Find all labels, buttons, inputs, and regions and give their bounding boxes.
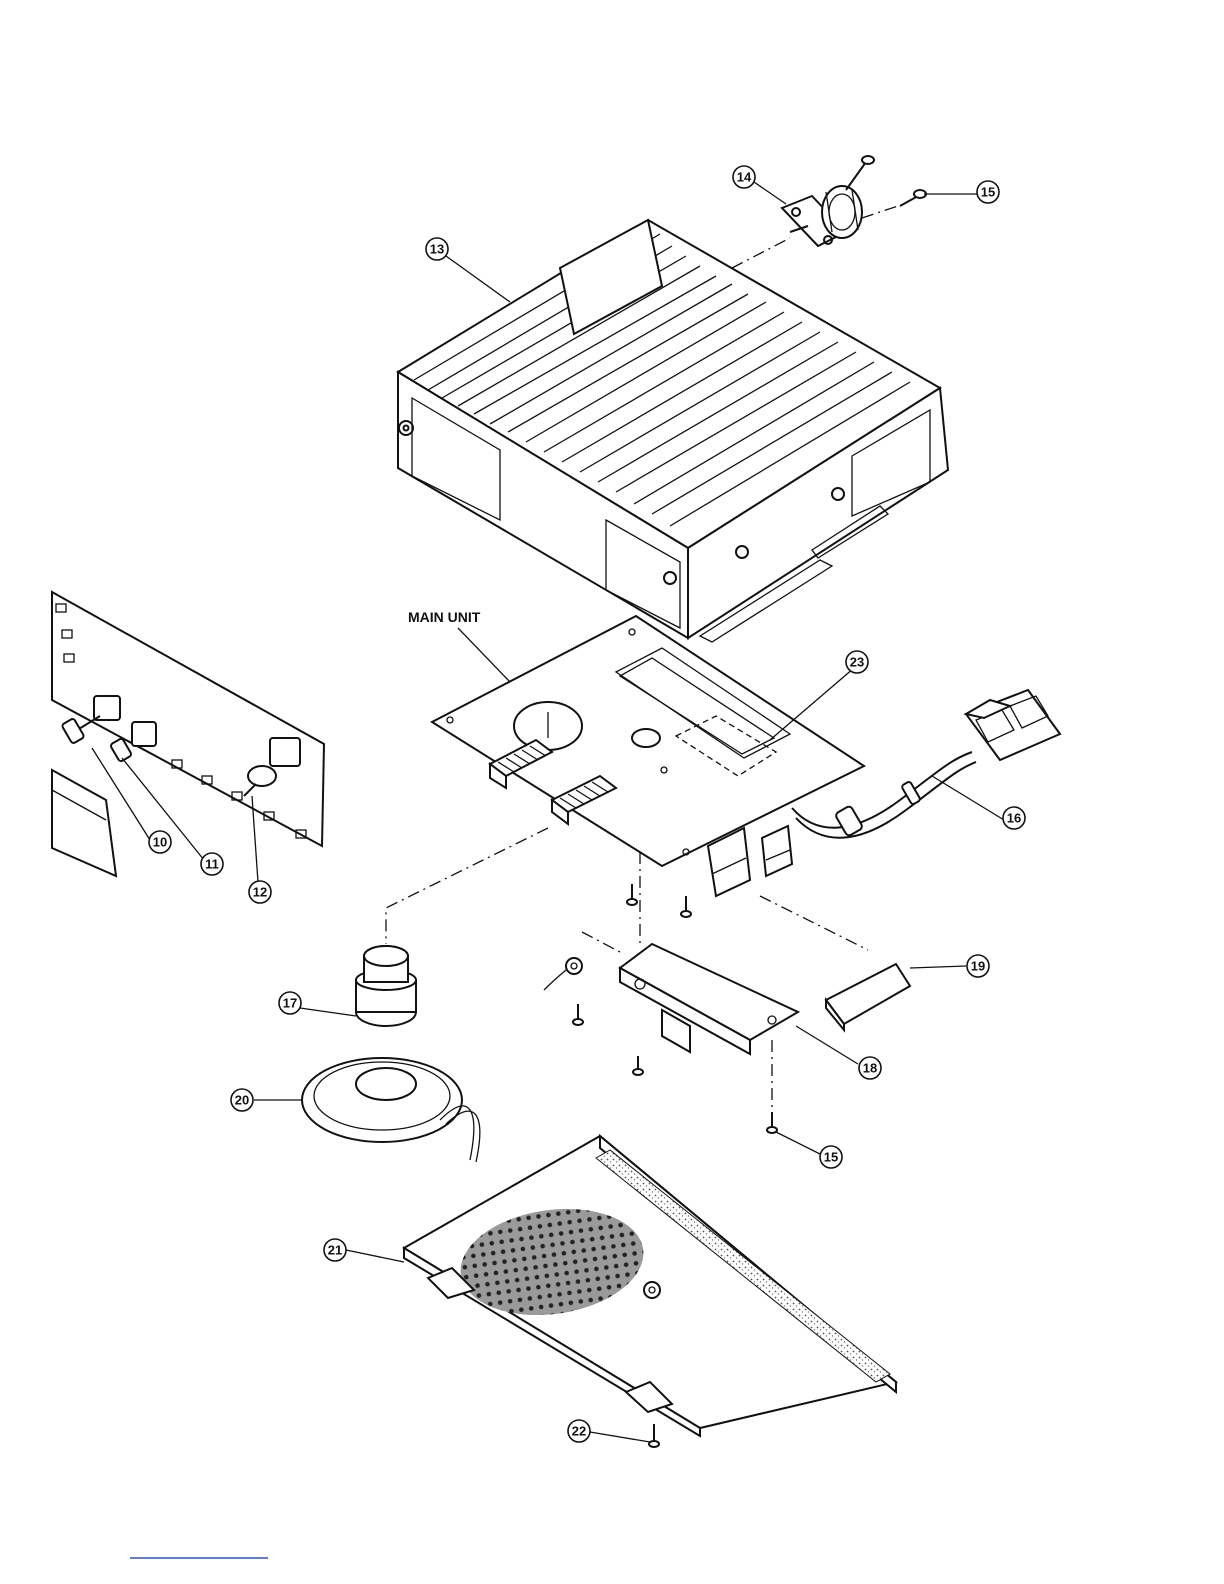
svg-text:13: 13	[430, 242, 444, 257]
callout-21: 21	[324, 1239, 346, 1261]
svg-text:20: 20	[235, 1093, 249, 1108]
callout-11: 11	[201, 853, 223, 875]
connector-clip	[826, 964, 910, 1030]
pcb-screw-right	[681, 896, 691, 917]
callout-18: 18	[859, 1057, 881, 1079]
bracket-screw-left	[573, 1004, 583, 1025]
callout-15-bottom: 15	[820, 1146, 842, 1168]
main-unit-label: MAIN UNIT	[408, 609, 481, 625]
speaker-magnet	[356, 946, 416, 1026]
antenna-connector	[782, 186, 862, 246]
callout-12: 12	[249, 881, 271, 903]
svg-text:19: 19	[971, 959, 985, 974]
callout-19: 19	[967, 955, 989, 977]
heatsink-case	[398, 220, 948, 642]
svg-text:15: 15	[824, 1150, 838, 1165]
callout-15-top: 15	[977, 181, 999, 203]
cover-screw	[649, 1424, 659, 1447]
callout-10: 10	[149, 831, 171, 853]
speaker	[302, 1058, 480, 1162]
svg-text:16: 16	[1007, 811, 1021, 826]
mounting-bracket	[620, 944, 798, 1054]
callout-22: 22	[568, 1420, 590, 1442]
svg-text:17: 17	[283, 996, 297, 1011]
callout-23: 23	[846, 651, 868, 673]
callout-13: 13	[426, 238, 448, 260]
ground-lug	[544, 958, 582, 990]
svg-text:23: 23	[850, 655, 864, 670]
svg-text:11: 11	[205, 857, 219, 872]
callout-14: 14	[733, 166, 755, 188]
svg-text:22: 22	[572, 1424, 586, 1439]
svg-text:18: 18	[863, 1061, 877, 1076]
svg-text:21: 21	[328, 1243, 342, 1258]
svg-text:10: 10	[153, 835, 167, 850]
connector-screw-15	[900, 190, 926, 206]
front-panel-bezel	[52, 770, 116, 876]
pcb-screw-left	[627, 884, 637, 905]
svg-text:14: 14	[737, 170, 752, 185]
bottom-cover	[404, 1136, 896, 1436]
svg-text:12: 12	[253, 885, 267, 900]
bracket-screw-15	[767, 1112, 777, 1133]
callout-16: 16	[1003, 807, 1025, 829]
bracket-screw-bottom	[633, 1056, 643, 1075]
svg-text:15: 15	[981, 185, 995, 200]
connector-screw	[846, 156, 874, 190]
callout-17: 17	[279, 992, 301, 1014]
callout-20: 20	[231, 1089, 253, 1111]
